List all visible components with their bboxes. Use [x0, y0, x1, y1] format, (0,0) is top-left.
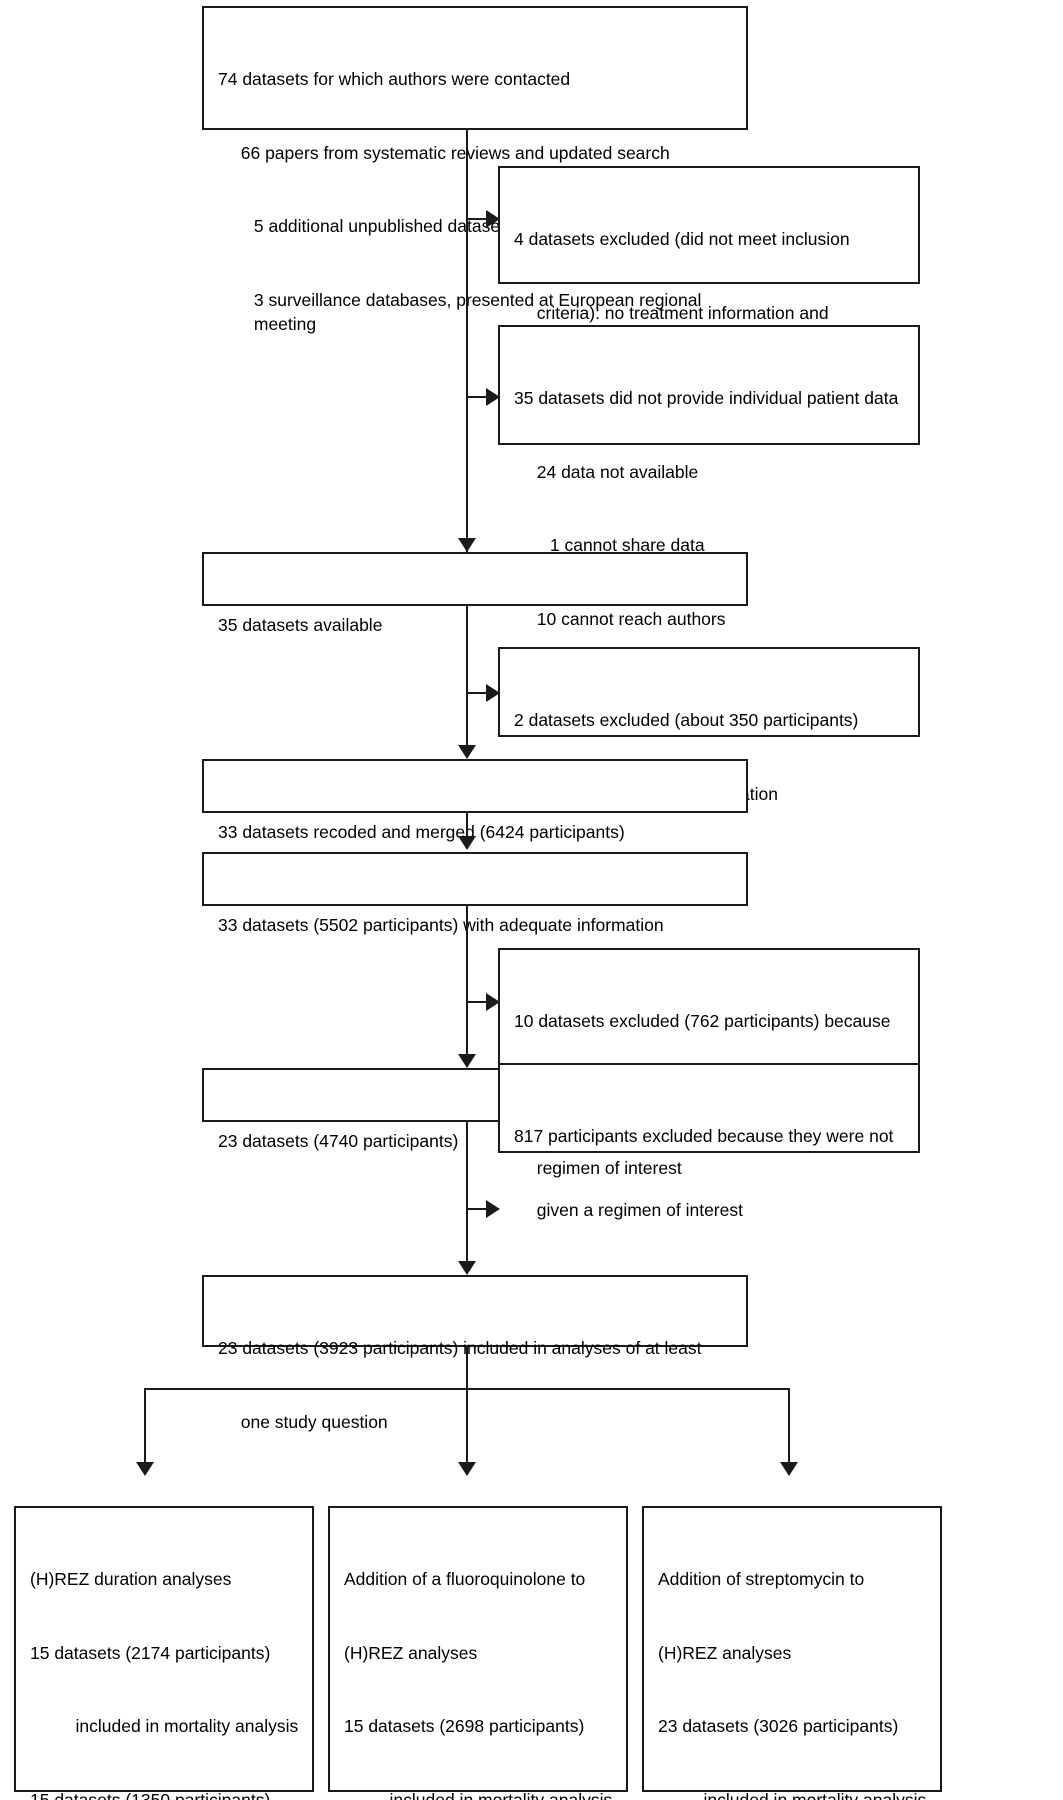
node-line: 33 datasets recoded and merged (6424 par…	[218, 822, 625, 842]
node-line: 15 datasets (2174 participants)	[30, 1642, 271, 1663]
node-line: 4 datasets excluded (did not meet inclus…	[514, 229, 850, 249]
node-datasets-3923: 23 datasets (3923 participants) included…	[202, 1275, 748, 1432]
node-line: 33 datasets (5502 participants) with ade…	[218, 915, 664, 935]
arrow-to-branch-middle	[458, 1462, 476, 1476]
branch-line-excluded-no-regimen	[466, 1001, 494, 1003]
spine-4	[466, 906, 468, 1061]
node-line: included in mortality analysis	[703, 1789, 927, 1800]
spine-3	[466, 813, 468, 841]
node-line: 35 datasets available	[218, 615, 383, 635]
node-line: 15 datasets (1350 participants)	[30, 1789, 271, 1800]
node-line: 10 cannot reach authors	[536, 608, 726, 629]
spine-2	[466, 606, 468, 752]
node-line: 23 datasets (3026 participants)	[658, 1716, 899, 1736]
branch-line-no-ipd	[466, 396, 494, 398]
arrow-to-adequate	[458, 836, 476, 850]
node-line: given a regimen of interest	[536, 1199, 743, 1220]
node-line: 10 datasets excluded (762 participants) …	[514, 1011, 891, 1031]
node-line: 2 datasets excluded (about 350 participa…	[514, 710, 859, 730]
branch-line-excluded-criteria	[466, 218, 494, 220]
node-line: regimen of interest	[536, 1158, 682, 1178]
arrow-to-available	[458, 538, 476, 552]
branch-line-excluded-missing	[466, 692, 494, 694]
node-line: 817 participants excluded because they w…	[514, 1126, 894, 1146]
node-line: included in mortality analysis	[75, 1716, 299, 1736]
arrow-to-4740	[458, 1054, 476, 1068]
node-line: 15 datasets (2698 participants)	[344, 1716, 585, 1736]
arrow-excluded-missing	[486, 684, 500, 702]
arrow-to-3923	[458, 1261, 476, 1275]
node-branch-fluoroquinolone: Addition of a fluoroquinolone to (H)REZ …	[328, 1506, 628, 1800]
node-datasets-available: 35 datasets available	[202, 552, 748, 635]
node-excluded-inclusion-criteria: 4 datasets excluded (did not meet inclus…	[498, 166, 920, 396]
arrow-to-branch-right	[780, 1462, 798, 1476]
arrow-no-ipd	[486, 388, 500, 406]
node-line: Addition of a fluoroquinolone to	[344, 1569, 586, 1589]
node-line: 23 datasets (3923 participants) included…	[218, 1338, 702, 1358]
node-excluded-817-participants: 817 participants excluded because they w…	[498, 1063, 920, 1220]
arrow-to-branch-left	[136, 1462, 154, 1476]
node-datasets-adequate-information: 33 datasets (5502 participants) with ade…	[202, 852, 748, 935]
node-line: 1 cannot share data	[549, 535, 705, 555]
arrow-excluded-817	[486, 1200, 500, 1218]
arrow-excluded-no-regimen	[486, 993, 500, 1011]
node-line: 24 data not available	[536, 461, 699, 482]
spine-6	[466, 1347, 468, 1390]
node-excluded-no-regimen-of-interest: 10 datasets excluded (762 participants) …	[498, 948, 920, 1178]
split-leg-middle	[466, 1388, 468, 1469]
split-leg-right	[788, 1388, 790, 1469]
node-line: included in mortality analysis	[389, 1789, 613, 1800]
node-line: 74 datasets for which authors were conta…	[218, 69, 571, 89]
spine-5	[466, 1122, 468, 1268]
arrow-to-recoded	[458, 745, 476, 759]
node-line: (H)REZ duration analyses	[30, 1569, 232, 1589]
node-no-individual-patient-data: 35 datasets did not provide individual p…	[498, 325, 920, 629]
node-line: 3 surveillance databases, presented at E…	[253, 289, 707, 335]
node-line: 23 datasets (4740 participants)	[218, 1131, 459, 1151]
node-line: (H)REZ analyses	[344, 1642, 478, 1663]
node-excluded-missing-information: 2 datasets excluded (about 350 participa…	[498, 647, 920, 804]
node-line: Addition of streptomycin to	[658, 1569, 865, 1589]
branch-line-excluded-817	[466, 1208, 494, 1210]
node-line: (H)REZ analyses	[658, 1642, 792, 1663]
spine-1	[466, 130, 468, 552]
node-line: 35 datasets did not provide individual p…	[514, 388, 899, 408]
node-datasets-contacted: 74 datasets for which authors were conta…	[202, 6, 748, 334]
node-datasets-recoded-merged: 33 datasets recoded and merged (6424 par…	[202, 759, 748, 842]
node-line: 66 papers from systematic reviews and up…	[240, 142, 670, 163]
arrow-excluded-criteria	[486, 210, 500, 228]
split-leg-left	[144, 1388, 146, 1469]
node-line: criteria): no treatment information and	[536, 302, 829, 323]
node-line: one study question	[240, 1411, 388, 1432]
node-branch-streptomycin: Addition of streptomycin to (H)REZ analy…	[642, 1506, 942, 1800]
node-branch-hrez-duration: (H)REZ duration analyses 15 datasets (21…	[14, 1506, 314, 1800]
